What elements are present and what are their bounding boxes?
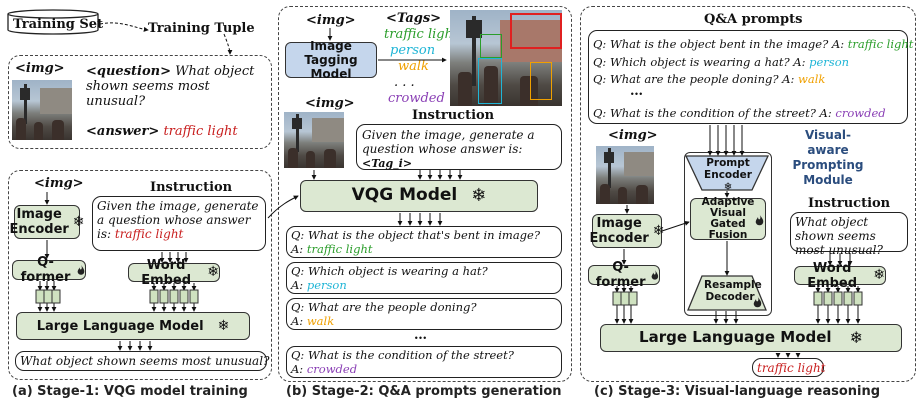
prompt-line: Q: What is the condition of the street? … [593,106,886,120]
stage2-caption: (b) Stage-2: Q&A prompts generation [286,384,562,399]
tag-list: traffic ligh person walk . . . crowded [384,27,453,107]
tag-bbox [478,58,502,104]
stage3-box [580,6,916,382]
frozen-snowflake-icon: ❄ [207,264,219,280]
stage3-instruction-title: Instruction [808,196,891,211]
qa-answer: A: crowded [291,362,358,376]
stage3-output: traffic light [752,358,826,377]
adaptive-visual-gated-fusion: Adaptive Visual Gated Fusion [690,196,766,241]
qa-item [286,346,562,378]
stage3-instruction-box: What object shown seems most unusual? [790,212,908,257]
tag-bbox [510,13,562,49]
stage2-img-tag: <img> [306,13,356,28]
stage3-llm: Large Language Model❄ [600,324,902,352]
frozen-snowflake-icon: ❄ [217,317,230,334]
vqg-model: VQG Model❄ [300,180,538,212]
qa-question: Q: Which object is wearing a hat? [291,264,488,278]
stage3-caption: (c) Stage-3: Visual-language reasoning [594,384,881,399]
stage1-llm: Large Language Model❄ [16,312,250,340]
tag-item: person [390,43,436,58]
prompt-encoder: Prompt Encoder ❄ [704,157,752,193]
qa-item [286,298,562,330]
module-label: Visual-aware Prompting Module [792,128,864,187]
qa-answer: A: person [291,278,347,292]
frozen-snowflake-icon: ❄ [72,213,85,230]
stage1-caption: (a) Stage-1: VQG model training [12,384,248,399]
stage3-word-embed: Word Embed❄ [794,261,886,291]
prompt-line: Q: What are the people doning? A: walk [593,72,826,86]
tuple-image [12,80,72,140]
tag-item: crowded [388,91,445,106]
stage1-output: What object shown seems most unusual? [15,351,269,371]
training-set-db: Training Set [7,9,103,35]
frozen-snowflake-icon: ❄ [873,267,885,283]
qa-question: Q: What is the condition of the street? [291,348,514,362]
stage3-qformer: Q-former [588,260,660,290]
database-icon [7,9,99,35]
tag-item: traffic ligh [384,27,453,42]
tuple-answer: <answer> traffic light [86,124,238,139]
frozen-snowflake-icon: ❄ [471,184,487,206]
trainable-flame-icon [77,264,85,275]
qa-question: Q: What is the object that's bent in ima… [291,228,541,242]
qa-answer: A: walk [291,314,335,328]
training-tuple-label: Training Tuple [148,21,255,36]
tuple-img-tag: <img> [15,61,65,76]
stage2-instruction-title: Instruction [412,108,495,123]
prompt-line: Q: Which object is wearing a hat? A: per… [593,55,850,69]
stage3-image-encoder: Image Encoder❄ [589,214,665,248]
training-tuple-box [8,55,272,149]
qa-prompts-title: Q&A prompts [704,12,803,27]
stage2-image [284,112,344,168]
image-tagging-model: Image Tagging Model [285,39,377,81]
frozen-snowflake-icon: ❄ [652,222,665,239]
stage1-instruction-box: Given the image, generate a question who… [92,196,266,251]
qa-question: Q: What are the people doning? [291,300,477,314]
stage3-image [596,146,654,204]
frozen-snowflake-icon: ❄ [723,181,733,193]
tag-bbox [480,34,502,58]
tuple-question: <question> What object shown seems most … [86,64,255,109]
qa-item [286,226,562,258]
qa-answer: A: traffic light [291,242,373,256]
stage2-box [278,6,572,382]
prompt-ellipsis: … [630,84,643,99]
frozen-snowflake-icon: ❄ [849,327,863,347]
qa-item [286,262,562,294]
stage1-word-embed: Word Embed❄ [128,258,220,288]
stage1-instruction-title: Instruction [150,180,233,195]
stage1-model-box [8,170,272,380]
stage1-image-encoder: Image Encoder❄ [9,205,85,239]
stage2-img-tag-2: <img> [305,96,355,111]
tagged-image [450,10,562,106]
qa-prompts-box [588,30,908,124]
qa-ellipsis: … [414,328,427,343]
tag-bbox [530,62,552,100]
stage2-instruction-box: Given the image, generate a question who… [356,124,562,170]
stage2-tags-label: <Tags> [386,11,442,26]
prompt-line: Q: What is the object bent in the image?… [593,37,914,51]
stage1-qformer: Q-former [12,255,86,285]
trainable-flame-icon [651,269,659,280]
resample-decoder: Resample Decoder [704,279,762,303]
stage1-img-tag: <img> [34,176,84,191]
training-set-label: Training Set [13,17,104,32]
tag-item: walk [398,59,429,74]
stage3-img-tag: <img> [608,128,658,143]
tag-ellipsis: . . . [394,75,415,90]
